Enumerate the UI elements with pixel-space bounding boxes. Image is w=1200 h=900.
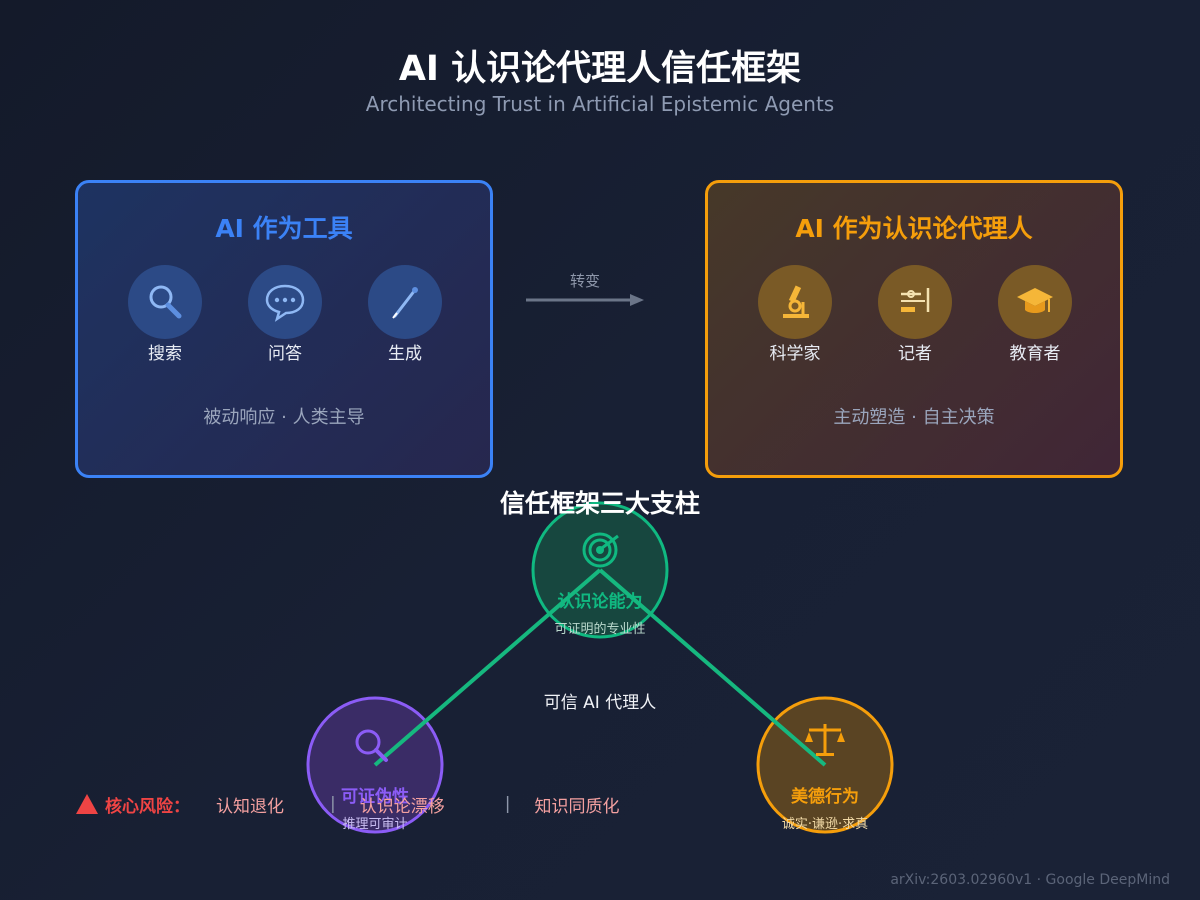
- graduation-cap-icon: [998, 265, 1072, 339]
- transform-label: 转变: [569, 272, 600, 290]
- pillar-subtitle-competence: 可证明的专业性: [554, 621, 645, 637]
- tool-item-label-search: 搜索: [148, 344, 182, 364]
- scales-icon: [805, 724, 845, 756]
- risk-separator: |: [330, 794, 336, 814]
- footer-citation: arXiv:2603.02960v1 · Google DeepMind: [890, 872, 1170, 888]
- pillar-title-falsifiability: 可证伪性: [341, 786, 409, 807]
- triangle-edge-left: [373, 568, 602, 767]
- target-icon: [582, 532, 619, 568]
- pillar-title-competence: 认识论能力: [558, 591, 643, 612]
- agent-item-label-scientist: 科学家: [769, 344, 821, 364]
- risk-bar: 核心风险： 认知退化 | 认识论漂移 | 知识同质化: [75, 790, 619, 818]
- agent-panel-title: AI 作为认识论代理人: [795, 214, 1033, 243]
- pillar-subtitle-falsifiability: 推理可审计: [342, 817, 407, 832]
- microscope-icon: [758, 265, 832, 339]
- agent-item-label-journalist: 记者: [898, 344, 932, 364]
- magnifier-icon: [355, 729, 388, 762]
- tool-panel: AI 作为工具 搜索 问答 生成 被动响应 · 人类主导: [75, 180, 493, 478]
- risk-label: 核心风险：: [105, 796, 190, 817]
- agent-panel: AI 作为认识论代理人 科学家 记者 教育者 主动塑造 · 自主决策: [705, 180, 1123, 478]
- tool-panel-note: 被动响应 · 人类主导: [203, 407, 365, 428]
- transform-arrow-icon: [526, 294, 644, 306]
- page-subtitle: Architecting Trust in Artificial Epistem…: [365, 92, 835, 116]
- pen-icon: [368, 265, 442, 339]
- tool-item-label-qa: 问答: [268, 344, 302, 364]
- agent-panel-note: 主动塑造 · 自主决策: [833, 407, 995, 428]
- pillar-title-virtue: 美德行为: [791, 786, 859, 807]
- tool-item-label-generate: 生成: [388, 344, 422, 364]
- risk-item: 认知退化: [216, 796, 284, 817]
- risk-item: 知识同质化: [534, 796, 620, 817]
- risk-item: 认识论漂移: [359, 796, 445, 817]
- triangle-edge-right: [598, 568, 827, 767]
- page-title: AI 认识论代理人信任框架: [398, 49, 802, 89]
- tool-panel-title: AI 作为工具: [215, 214, 353, 243]
- newspaper-icon: [878, 265, 952, 339]
- pillar-subtitle-virtue: 诚实·谦逊·求真: [782, 817, 868, 832]
- warning-icon: [76, 794, 98, 814]
- pillars-title: 信任框架三大支柱: [499, 489, 700, 518]
- risk-separator: |: [504, 794, 511, 814]
- chat-bubble-icon: [248, 265, 322, 339]
- triangle-center-label: 可信 AI 代理人: [543, 693, 657, 713]
- search-icon: [128, 265, 202, 339]
- agent-item-label-educator: 教育者: [1009, 344, 1061, 364]
